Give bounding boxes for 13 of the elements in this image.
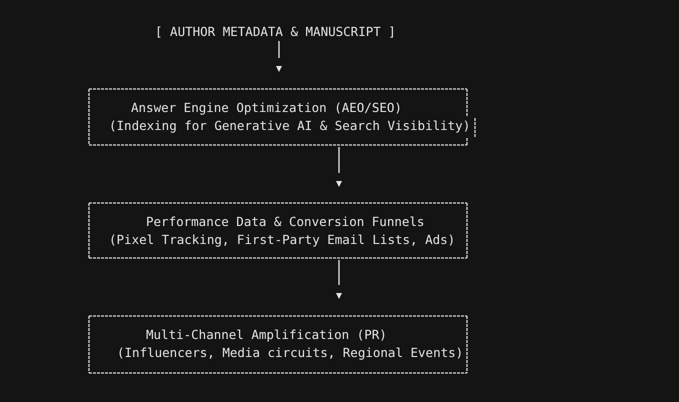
process-box (88, 202, 469, 259)
arrow (336, 147, 342, 187)
source-label: [ AUTHOR METADATA & MANUSCRIPT ] (155, 24, 397, 40)
box-title: Multi-Channel Amplification (PR) (146, 326, 387, 344)
arrow (276, 41, 282, 72)
box-description: (Pixel Tracking, First-Party Email Lists, Ads) (109, 231, 456, 249)
process-box (88, 88, 477, 146)
box-description: (Indexing for Generative AI & Search Visibility) (109, 117, 470, 135)
box-title: Answer Engine Optimization (AEO/SEO) (131, 99, 402, 117)
arrow (336, 260, 342, 299)
process-box (88, 315, 469, 374)
box-title: Performance Data & Conversion Funnels (146, 213, 424, 231)
box-description: (Influencers, Media circuits, Regional Events) (117, 344, 464, 362)
